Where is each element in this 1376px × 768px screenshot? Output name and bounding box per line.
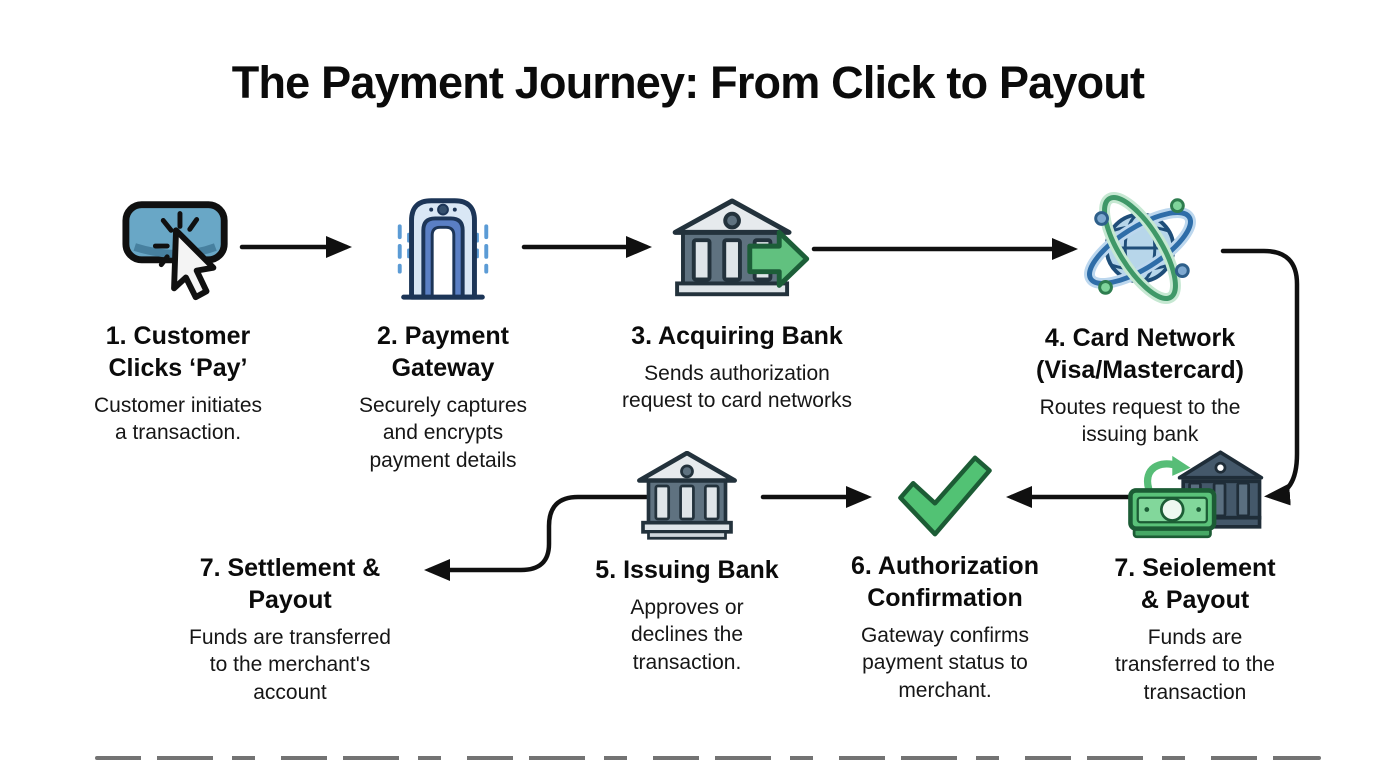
step-description: Funds are transferred to the merchant's … [189,626,391,704]
pay-button-click-icon [78,188,278,308]
page-title: The Payment Journey: From Click to Payou… [231,57,1145,108]
step-title: 7. Seiolement & Payout [1114,554,1276,614]
green-checkmark-icon [827,452,1063,540]
step-title: 4. Card Network (Visa/Mastercard) [1036,324,1244,384]
step-3-acquiring-bank: 3. Acquiring Bank Sends authorization re… [587,196,887,415]
bank-forward-arrow-icon [587,196,887,308]
step-description: Funds are transferred to the transaction [1115,626,1275,704]
step-7-settlement-payout: 7. Settlement & Payout Funds are transfe… [165,552,415,706]
step-7-seiolement-payout: 7. Seiolement & Payout Funds are transfe… [1095,446,1295,706]
globe-network-icon [1010,184,1270,312]
step-1-customer-clicks-pay: 1. Customer Clicks ‘Pay’ Customer initia… [78,188,278,447]
step-title: 7. Settlement & Payout [199,554,381,614]
step-4-card-network: 4. Card Network (Visa/Mastercard) Routes… [1010,184,1270,449]
step-description: Gateway confirms payment status to merch… [860,624,1030,702]
step-6-authorization-confirmation: 6. Authorization Confirmation Gateway co… [827,452,1063,704]
step-title: 3. Acquiring Bank [631,322,843,350]
step-2-payment-gateway: 2. Payment Gateway Securely captures and… [343,184,543,474]
step-title: 5. Issuing Bank [595,556,779,584]
step-description: Approves or declines the transaction. [630,596,744,674]
step-5-issuing-bank: 5. Issuing Bank Approves or declines the… [582,451,792,676]
security-gateway-icon [343,184,543,308]
step-title: 1. Customer Clicks ‘Pay’ [105,322,251,382]
step-description: Customer initiates a transaction. [93,394,263,445]
bank-icon [582,451,792,542]
step-description: Sends authorization request to card netw… [622,362,852,413]
step-title: 6. Authorization Confirmation [851,552,1039,612]
step-title: 2. Payment Gateway [376,322,509,382]
step-description: Securely captures and encrypts payment d… [358,394,528,472]
cropped-caption-strip [95,756,1321,760]
money-bank-icon [1095,446,1295,544]
step-description: Routes request to the issuing bank [1039,396,1241,447]
